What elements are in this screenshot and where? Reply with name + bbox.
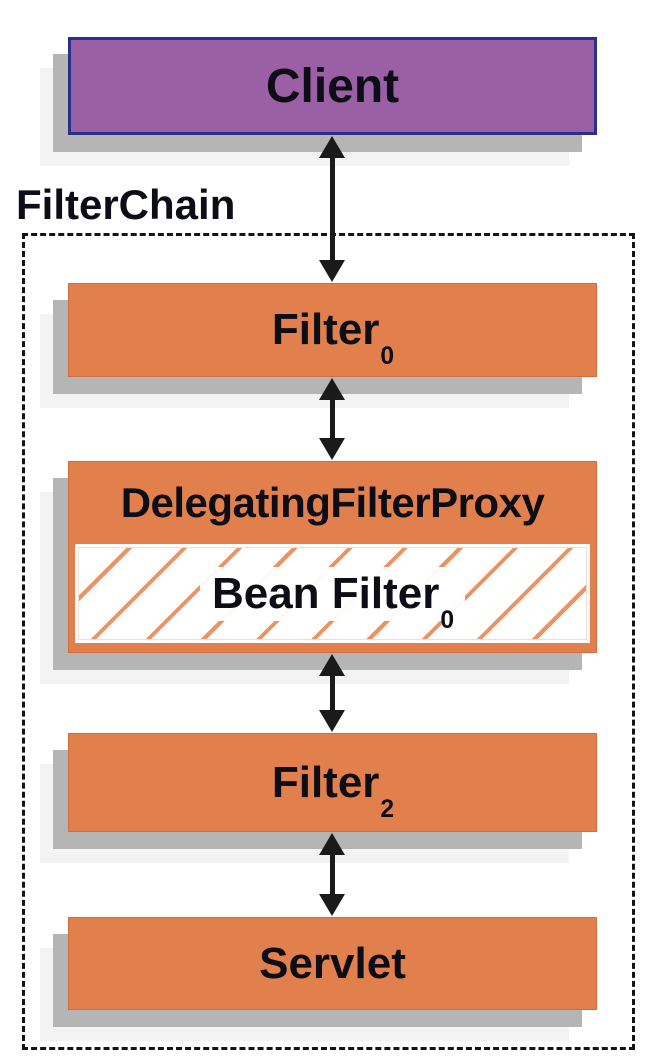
arrowhead-down-icon (319, 710, 345, 732)
filter0-label-text: Filter (271, 305, 380, 354)
arrowhead-down-icon (319, 438, 345, 460)
delegating-filter-proxy-label: DelegatingFilterProxy (120, 479, 545, 526)
filter0-node: Filter0 (68, 283, 597, 377)
filter0-subscript: 0 (380, 343, 395, 371)
filter2-label-text: Filter (271, 757, 380, 807)
delegating-filter-proxy-node: DelegatingFilterProxy Bean Filter0 (68, 461, 597, 653)
arrow-delegatingfilterproxy-filter2 (319, 654, 345, 732)
filter0-label: Filter0 (271, 305, 394, 369)
arrowhead-up-icon (319, 378, 345, 400)
arrow-shaft (329, 671, 335, 715)
servlet-label: Servlet (259, 938, 406, 988)
arrowhead-up-icon (319, 654, 345, 676)
arrow-shaft (329, 153, 335, 265)
arrowhead-down-icon (319, 260, 345, 282)
arrow-filter2-servlet (319, 833, 345, 916)
bean-filter-label-text: Bean Filter (211, 568, 440, 618)
bean-filter-subscript: 0 (440, 606, 455, 634)
filter2-subscript: 2 (380, 795, 395, 823)
arrow-shaft (329, 395, 335, 443)
filter2-label: Filter2 (271, 757, 394, 822)
arrow-filter0-delegatingfilterproxy (319, 378, 345, 460)
client-label: Client (265, 59, 400, 113)
filterchain-boundary (22, 233, 635, 1050)
arrow-client-filter0 (319, 136, 345, 282)
arrowhead-up-icon (319, 136, 345, 158)
arrowhead-up-icon (319, 833, 345, 855)
arrow-shaft (329, 850, 335, 899)
bean-filter-node: Bean Filter0 (75, 544, 590, 643)
filterchain-label: FilterChain (16, 181, 236, 228)
bean-filter-label: Bean Filter0 (199, 566, 466, 632)
servlet-node: Servlet (68, 917, 597, 1010)
client-node: Client (68, 37, 597, 135)
filter2-node: Filter2 (68, 733, 597, 832)
arrowhead-down-icon (319, 894, 345, 916)
